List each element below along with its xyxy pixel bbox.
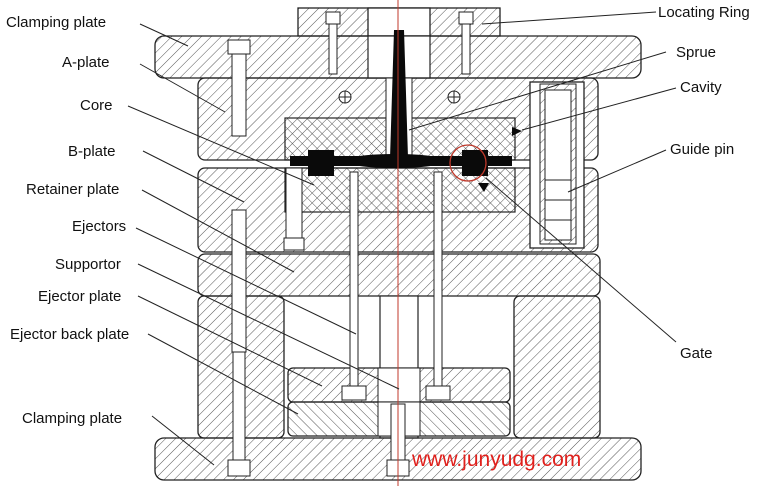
label-core: Core (80, 97, 113, 114)
label-cavity: Cavity (680, 79, 722, 96)
label-ejectors: Ejectors (72, 218, 127, 235)
retainer-plate (197, 253, 601, 297)
label-locating-ring: Locating Ring (658, 4, 750, 21)
label-gate: Gate (680, 345, 713, 362)
label-retainer-plate: Retainer plate (26, 181, 120, 198)
watermark: www.junyudg.com (412, 448, 582, 471)
ejector-plate (287, 367, 511, 403)
guide-pin (529, 81, 585, 249)
label-clamping-plate-bottom: Clamping plate (22, 410, 123, 427)
label-clamping-plate-top: Clamping plate (6, 14, 107, 31)
label-a-plate: A-plate (62, 54, 110, 71)
leader-lines (127, 11, 677, 466)
label-supportor: Supportor (55, 256, 121, 273)
label-guide-pin: Guide pin (670, 141, 735, 158)
label-ejector-plate: Ejector plate (38, 288, 122, 305)
label-sprue: Sprue (676, 44, 717, 61)
label-b-plate: B-plate (68, 143, 116, 160)
ejector-pins (341, 171, 451, 401)
sprue-and-runner (290, 30, 522, 192)
screws (227, 11, 474, 477)
label-ejector-back-plate: Ejector back plate (10, 326, 130, 343)
